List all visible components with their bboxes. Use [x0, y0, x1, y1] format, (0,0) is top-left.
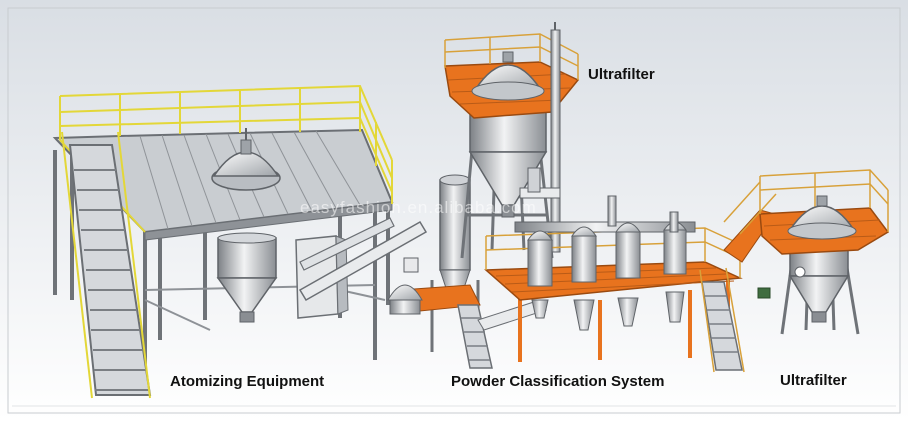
transfer-duct	[298, 220, 428, 302]
powder-classification-system	[484, 181, 777, 373]
atomizer-dome	[211, 128, 281, 191]
atomizing-equipment	[52, 84, 428, 399]
label-ultrafilter-right: Ultrafilter	[780, 372, 847, 389]
atomizer-railing	[59, 84, 393, 233]
label-atomizing-equipment: Atomizing Equipment	[170, 373, 325, 390]
label-ultrafilter-top: Ultrafilter	[588, 66, 655, 83]
atomizer-chamber	[216, 232, 278, 323]
label-powder-classification-system: Powder Classification System	[451, 373, 665, 390]
feed-cyclone	[387, 174, 547, 369]
watermark: easyfashion.en.alibaba.com	[300, 198, 537, 217]
frame-border	[7, 7, 901, 414]
atomizer-staircase	[61, 131, 152, 399]
ultrafilter-right	[757, 169, 890, 335]
